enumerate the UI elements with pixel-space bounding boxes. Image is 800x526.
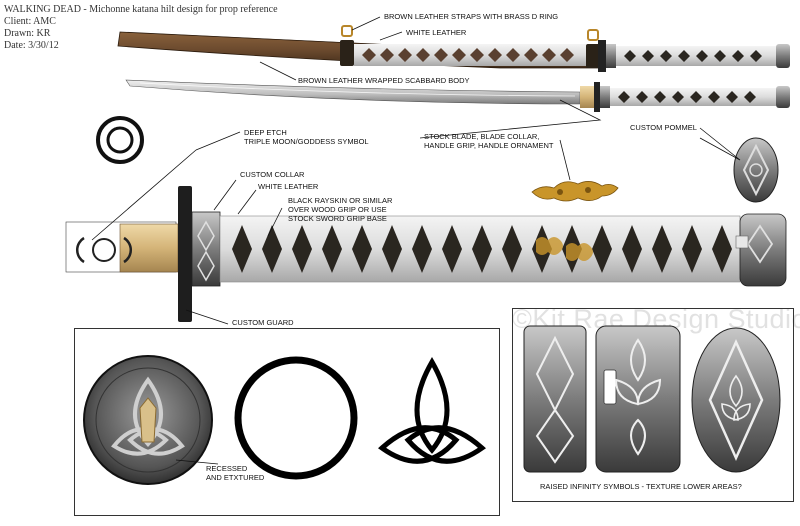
label-deep-etch-1: DEEP ETCH [244,128,287,137]
blade-collar-wood [580,86,594,108]
top-pommel [776,44,790,68]
menuki-ornament [536,237,593,261]
kashira-pommel [739,213,787,287]
label-rayskin-1: BLACK RAYSKIN OR SIMILAR [288,196,393,205]
pommel-ring [735,235,749,249]
triple-moon-icon [56,106,184,174]
second-handle-diamonds [618,91,756,103]
drawing-title: WALKING DEAD - Michonne katana hilt desi… [4,4,278,15]
label-stock-2: HANDLE GRIP, HANDLE ORNAMENT [424,141,554,150]
nakago-slot [139,397,157,443]
etched-triple-moon-icon [75,236,133,264]
label-stock-1: STOCK BLADE, BLADE COLLAR, [424,132,540,141]
ring-icon [234,356,358,480]
top-handle-diamonds [624,50,762,62]
triquetra-icon [378,356,486,464]
label-rayskin-3: STOCK SWORD GRIP BASE [288,214,387,223]
hilt-detail [65,186,787,322]
label-recessed-2: AND ETXTURED [206,473,265,482]
label-straps: BROWN LEATHER STRAPS WITH BRASS D RING [384,12,559,21]
unsheathed-katana [125,79,790,112]
pommel-side-view [523,325,587,473]
blade-hamon [139,82,576,97]
label-white-leather-mid: WHITE LEATHER [258,182,319,191]
guard-side [178,186,192,322]
custom-pommel-small [733,137,779,203]
second-tsuba [594,82,600,112]
d-ring-1 [341,25,353,37]
top-tsuba [598,40,606,72]
habaki-collar [119,223,179,273]
guard-detail-box [74,328,500,516]
sheathed-katana [117,25,790,72]
handle-ornament [531,181,619,202]
pommel-detail-box [512,308,794,502]
d-ring-2 [587,29,599,41]
label-custom-pommel: CUSTOM POMMEL [630,123,697,132]
client-label: Client: AMC [4,16,56,27]
guard-face [83,355,213,485]
drawn-label: Drawn: KR [4,28,51,39]
label-deep-etch-2: TRIPLE MOON/GODDESS SYMBOL [244,137,369,146]
scabbard-strap-1 [340,40,354,66]
pommel-views [523,325,781,473]
date-label: Date: 3/30/12 [4,40,59,51]
main-wrap-diamonds [232,225,732,273]
second-pommel [776,86,790,108]
label-scabbard: BROWN LEATHER WRAPPED SCABBARD BODY [298,76,470,85]
scabbard-wrap-diamonds [362,48,574,62]
leader-lines [91,16,741,465]
label-custom-collar: CUSTOM COLLAR [240,170,305,179]
label-rayskin-2: OVER WOOD GRIP OR USE [288,205,387,214]
scabbard-strap-2 [586,44,600,68]
pommel-end-view [691,327,781,473]
second-collar [600,86,610,108]
top-collar [606,44,616,68]
label-raised-symbols: RAISED INFINITY SYMBOLS - TEXTURE LOWER … [540,482,742,491]
label-white-leather-top: WHITE LEATHER [406,28,467,37]
label-custom-guard: CUSTOM GUARD [232,318,294,327]
label-recessed-1: RECESSED [206,464,248,473]
